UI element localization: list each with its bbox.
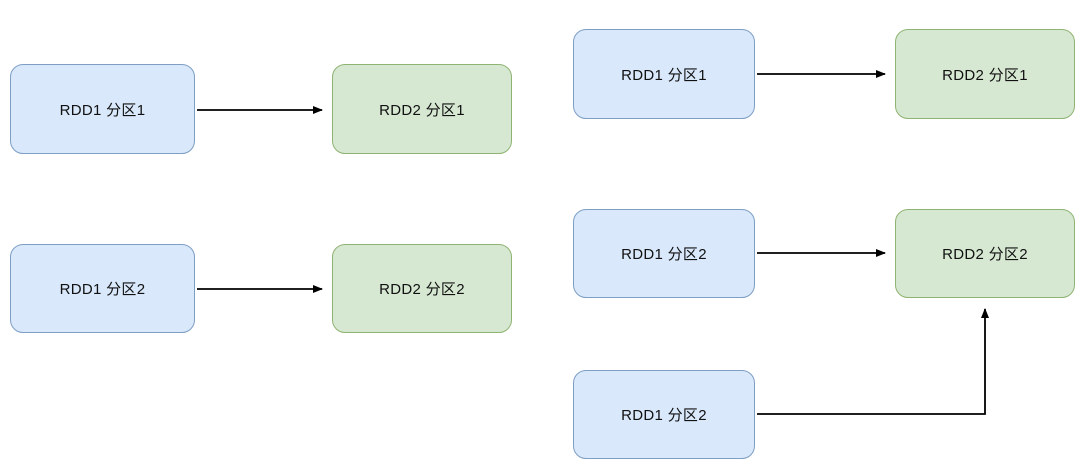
node-right-rdd1-part1: RDD1 分区1 <box>573 29 755 119</box>
arrow-right-elbow <box>757 308 989 415</box>
node-label: RDD1 分区2 <box>621 246 707 263</box>
node-label: RDD2 分区1 <box>942 66 1028 84</box>
node-label: RDD2 分区1 <box>379 101 465 119</box>
node-label: RDD1 分区1 <box>621 66 707 84</box>
node-right-rdd1-part2a: RDD1 分区2 <box>573 209 755 298</box>
node-label: RDD2 分区2 <box>942 246 1028 263</box>
node-left-rdd1-part2: RDD1 分区2 <box>10 244 195 333</box>
node-label: RDD1 分区2 <box>621 407 707 424</box>
node-right-rdd2-part1: RDD2 分区1 <box>895 29 1075 119</box>
node-left-rdd2-part2: RDD2 分区2 <box>332 244 512 333</box>
node-label: RDD1 分区1 <box>59 101 146 119</box>
node-right-rdd2-part2: RDD2 分区2 <box>895 209 1075 298</box>
node-left-rdd2-part1: RDD2 分区1 <box>332 64 512 154</box>
node-label: RDD1 分区2 <box>59 281 146 298</box>
node-right-rdd1-part2b: RDD1 分区2 <box>573 370 755 459</box>
node-left-rdd1-part1: RDD1 分区1 <box>10 64 195 154</box>
node-label: RDD2 分区2 <box>379 281 465 298</box>
